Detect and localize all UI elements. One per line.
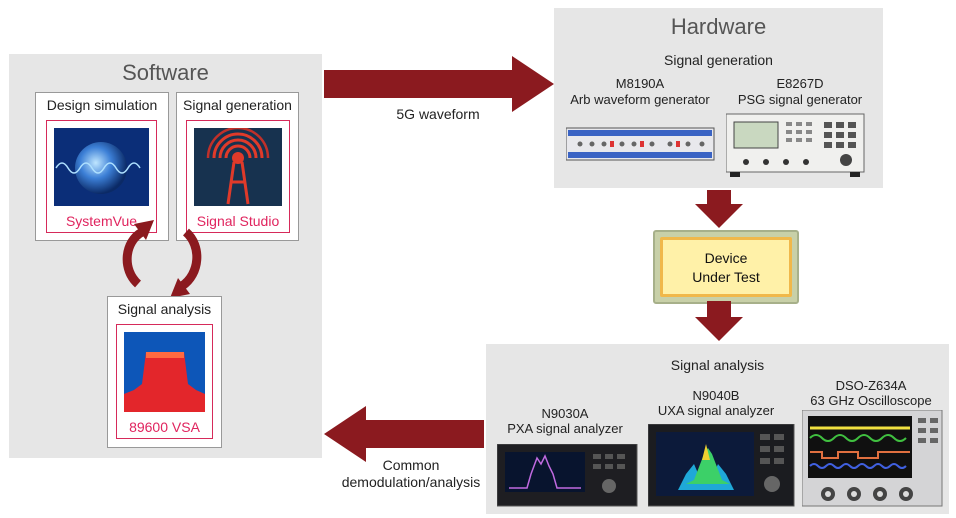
hardware-title: Hardware [670,14,767,39]
dut-board: Device Under Test [653,230,799,304]
systemvue-caption: SystemVue [65,213,138,229]
cycle-arrows-icon [122,220,202,298]
signal-generation-title: Signal generation [183,97,292,113]
down-arrow-to-dut [695,190,743,228]
systemvue-icon: SystemVue [46,120,157,233]
signal-studio-caption: Signal Studio [196,213,280,229]
dsoz634a-instrument-image [802,410,943,507]
hardware-subtitle: Signal generation [664,52,773,68]
n9040b-desc: UXA signal analyzer [657,403,775,418]
design-simulation-card: Design simulation SystemVue [35,92,169,241]
waveform-arrow [324,56,554,112]
dsoz634a-model: DSO-Z634A [835,378,907,393]
return-label-line2: demodulation/analysis [341,474,481,490]
analysis-return-arrow [324,406,484,462]
e8267d-desc: PSG signal generator [737,92,863,107]
analysis-title: Signal analysis [670,357,765,373]
signal-studio-icon: Signal Studio [186,120,290,233]
n9030a-model: N9030A [541,406,589,421]
e8267d-model: E8267D [776,76,824,91]
n9040b-instrument-image [648,424,795,507]
dsoz634a-desc: 63 GHz Oscilloscope [810,393,932,408]
signal-analysis-card: Signal analysis 89600 VSA [107,296,222,448]
e8267d-instrument-image [726,113,865,177]
m8190a-desc: Arb waveform generator [570,92,710,107]
vsa-caption: 89600 VSA [129,419,200,435]
signal-generation-card: Signal generation Signal Studio [176,92,299,241]
down-arrow-to-analysis [695,301,743,341]
m8190a-model: M8190A [615,76,665,91]
dut-line1: Device [704,250,748,266]
waveform-label: 5G waveform [396,106,480,122]
n9030a-instrument-image [497,444,638,507]
n9040b-model: N9040B [692,388,740,403]
m8190a-instrument-image [566,127,715,161]
software-title: Software [122,60,209,85]
n9030a-desc: PXA signal analyzer [507,421,623,436]
dut-line2: Under Test [692,269,760,285]
signal-analysis-title: Signal analysis [117,301,212,317]
return-label-line1: Common [382,457,440,473]
design-simulation-title: Design simulation [46,97,158,113]
vsa-icon: 89600 VSA [116,324,213,439]
